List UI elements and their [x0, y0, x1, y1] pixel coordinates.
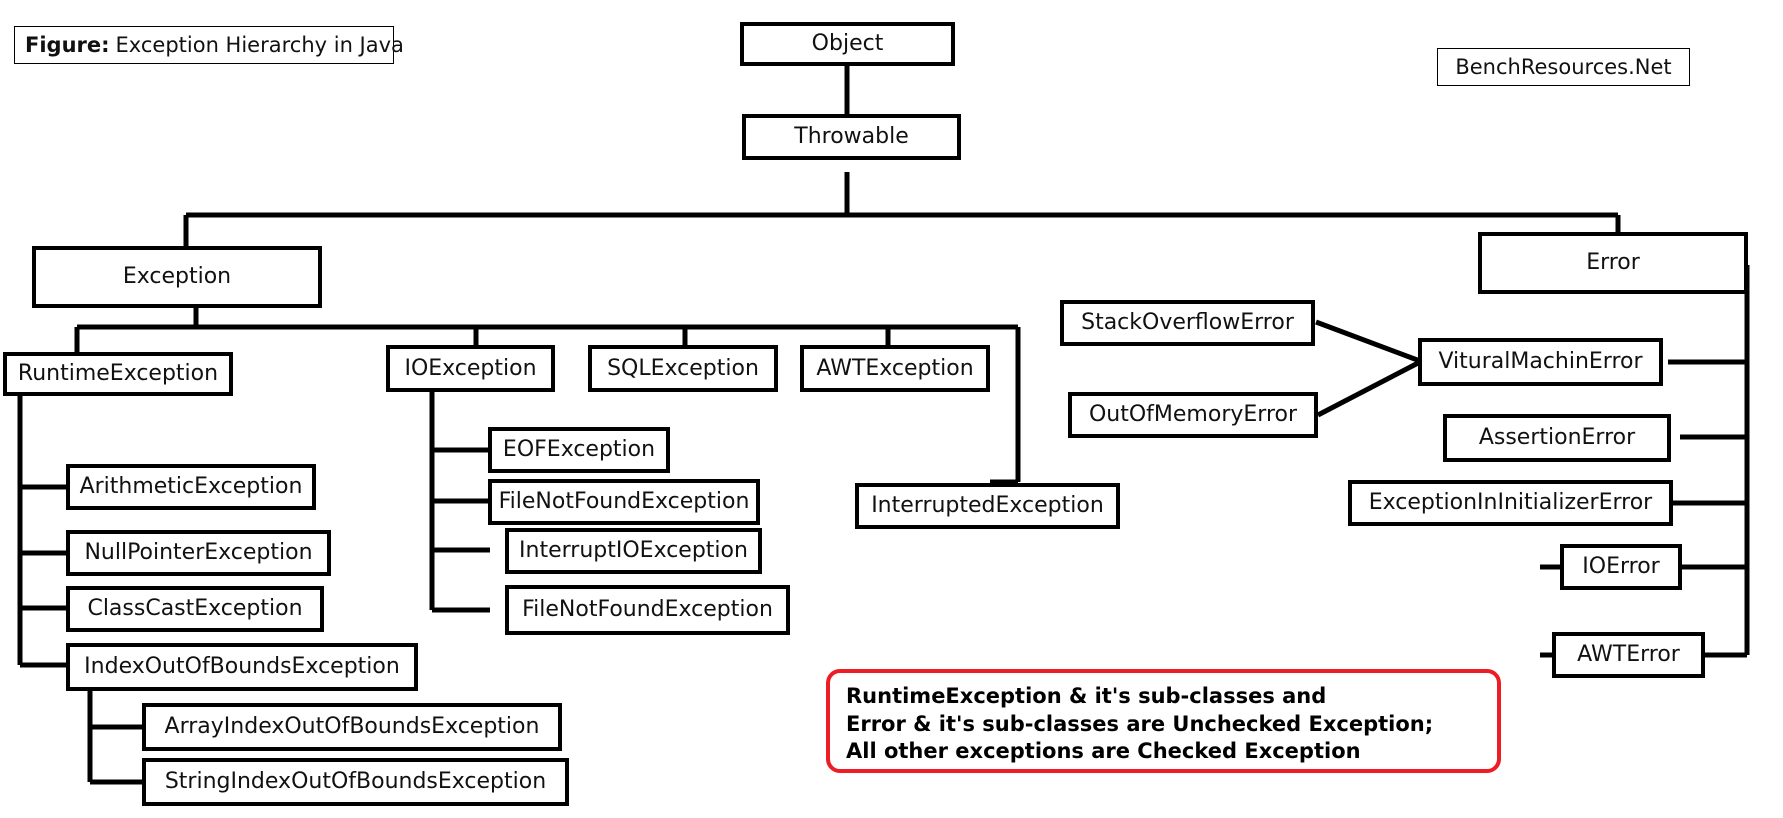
- node-index-out-of-bounds-exception: IndexOutOfBoundsException: [66, 643, 418, 691]
- node-label: ArrayIndexOutOfBoundsException: [164, 714, 540, 739]
- node-assertion-error: AssertionError: [1443, 414, 1671, 462]
- node-label: Throwable: [794, 124, 909, 149]
- node-label: InterruptedException: [871, 493, 1104, 518]
- node-label: VituralMachinError: [1438, 349, 1643, 374]
- node-label: ExceptionInInitializerError: [1368, 490, 1653, 515]
- legend-note-line-3: All other exceptions are Checked Excepti…: [846, 739, 1361, 764]
- node-label: StringIndexOutOfBoundsException: [164, 769, 547, 794]
- node-label: OutOfMemoryError: [1088, 402, 1298, 427]
- node-vitural-machin-error: VituralMachinError: [1418, 338, 1663, 386]
- legend-note: RuntimeException & it's sub-classes and …: [826, 669, 1501, 773]
- node-label: IOException: [404, 355, 537, 381]
- legend-note-line-2: Error & it's sub-classes are Unchecked E…: [846, 711, 1434, 736]
- node-awt-error: AWTError: [1552, 632, 1705, 678]
- node-label: Exception: [122, 264, 232, 289]
- node-interrupted-exception: InterruptedException: [855, 483, 1120, 529]
- node-io-exception: IOException: [386, 345, 555, 392]
- node-runtime-exception: RuntimeException: [3, 352, 233, 396]
- node-object: Object: [740, 22, 955, 66]
- node-io-error: IOError: [1560, 544, 1682, 590]
- node-label: ClassCastException: [87, 596, 303, 621]
- brand-text: BenchResources.Net: [1455, 55, 1672, 79]
- node-label: IOError: [1582, 554, 1660, 579]
- node-out-of-memory-error: OutOfMemoryError: [1068, 392, 1318, 438]
- figure-caption: Figure: Exception Hierarchy in Java: [14, 26, 404, 64]
- node-awt-exception: AWTException: [800, 345, 990, 392]
- node-exception: Exception: [32, 246, 322, 308]
- node-label: AssertionError: [1478, 425, 1636, 450]
- node-exception-in-initializer-error: ExceptionInInitializerError: [1348, 480, 1673, 526]
- node-label: FileNotFoundException: [522, 597, 773, 622]
- node-label: StackOverflowError: [1081, 310, 1294, 335]
- node-file-not-found-exception-2: FileNotFoundException: [505, 585, 790, 635]
- node-label: Error: [1586, 250, 1640, 275]
- node-label: Object: [811, 31, 884, 56]
- node-array-index-out-of-bounds-exception: ArrayIndexOutOfBoundsException: [142, 703, 562, 751]
- node-eof-exception: EOFException: [488, 427, 670, 473]
- node-label: EOFException: [502, 437, 656, 462]
- node-string-index-out-of-bounds-exception: StringIndexOutOfBoundsException: [142, 758, 569, 806]
- node-file-not-found-exception: FileNotFoundException: [488, 479, 760, 525]
- node-error: Error: [1478, 232, 1748, 294]
- legend-note-line-1: RuntimeException & it's sub-classes and: [846, 684, 1327, 708]
- node-label: AWTError: [1577, 642, 1680, 667]
- node-stack-overflow-error: StackOverflowError: [1060, 300, 1315, 346]
- node-arithmetic-exception: ArithmeticException: [66, 464, 316, 510]
- node-label: NullPointerException: [84, 540, 313, 565]
- node-label: InterruptIOException: [519, 538, 748, 563]
- node-label: AWTException: [816, 355, 974, 381]
- node-sql-exception: SQLException: [588, 345, 778, 392]
- figure-caption-bold: Figure:: [25, 33, 110, 57]
- node-null-pointer-exception: NullPointerException: [66, 530, 331, 576]
- node-label: ArithmeticException: [79, 474, 303, 499]
- node-class-cast-exception: ClassCastException: [66, 586, 324, 632]
- node-interrupt-io-exception: InterruptIOException: [505, 528, 762, 574]
- node-label: SQLException: [607, 355, 759, 381]
- node-label: RuntimeException: [17, 361, 219, 386]
- node-label: IndexOutOfBoundsException: [84, 654, 400, 679]
- figure-caption-text: Exception Hierarchy in Java: [115, 33, 404, 57]
- node-label: FileNotFoundException: [498, 489, 750, 514]
- brand-watermark: BenchResources.Net: [1437, 48, 1690, 86]
- node-throwable: Throwable: [742, 114, 961, 160]
